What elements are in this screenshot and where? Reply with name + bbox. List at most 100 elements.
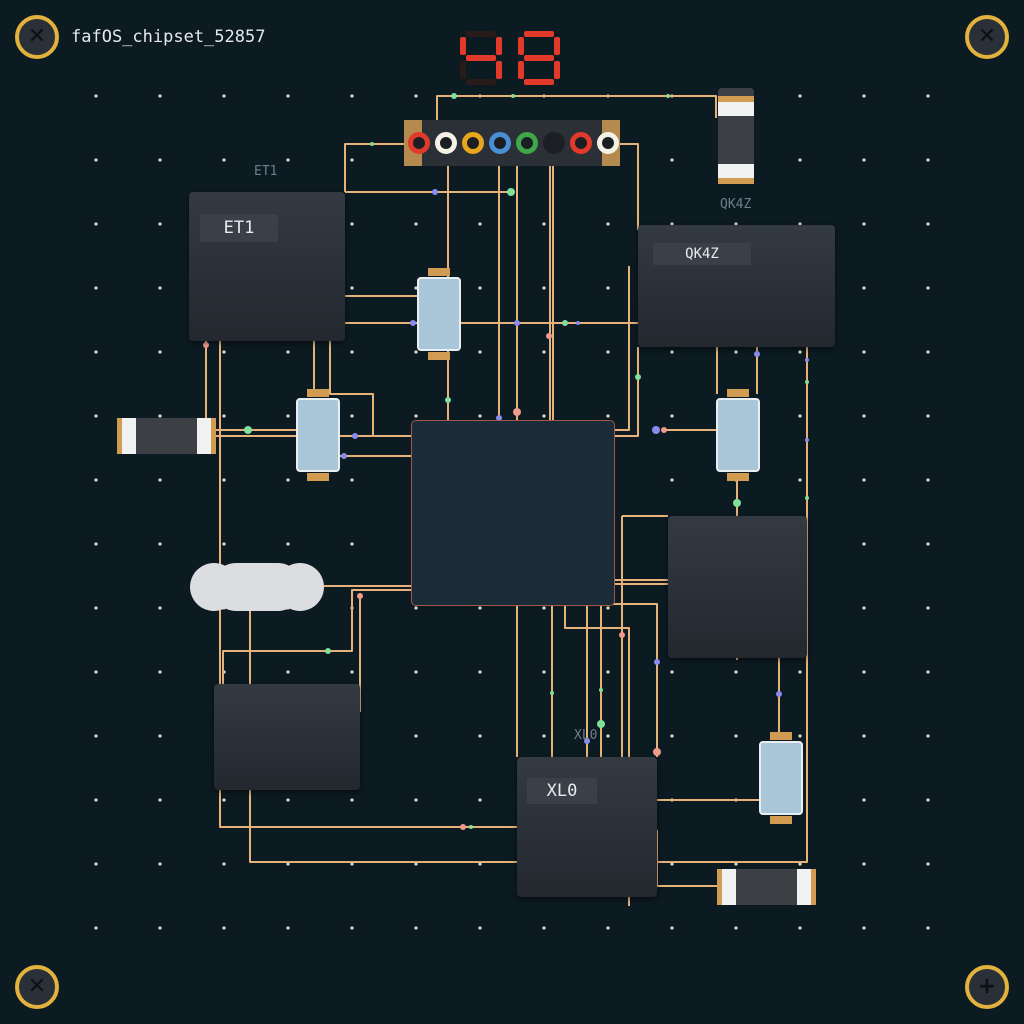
grid-dot bbox=[414, 350, 418, 354]
chip-label-xl0: XL0 bbox=[527, 778, 597, 804]
grid-dot bbox=[926, 158, 930, 162]
capacitor[interactable] bbox=[716, 389, 760, 481]
capacitor[interactable] bbox=[296, 389, 340, 481]
grid-dot bbox=[926, 414, 930, 418]
capacitor[interactable] bbox=[759, 732, 803, 824]
grid-dot bbox=[478, 350, 482, 354]
grid-dot bbox=[94, 478, 98, 482]
chip-xl0[interactable]: XL0 bbox=[517, 757, 657, 897]
display-segment bbox=[466, 55, 496, 61]
resistor-vertical[interactable] bbox=[718, 88, 754, 184]
grid-dot bbox=[862, 222, 866, 226]
resistor-band bbox=[718, 96, 754, 116]
grid-dot bbox=[94, 798, 98, 802]
display-segment bbox=[466, 31, 496, 37]
grid-dot bbox=[222, 862, 226, 866]
header-pin[interactable] bbox=[570, 132, 592, 154]
grid-dot bbox=[158, 734, 162, 738]
chip-caption-xl0: XL0 bbox=[574, 728, 598, 743]
grid-dot bbox=[286, 670, 290, 674]
grid-dot bbox=[350, 670, 354, 674]
grid-dot bbox=[478, 798, 482, 802]
grid-dot bbox=[94, 94, 98, 98]
grid-dot bbox=[94, 926, 98, 930]
chip-label-et1: ET1 bbox=[200, 214, 278, 242]
chip-caption-qk4z: QK4Z bbox=[720, 197, 752, 212]
chip-qk4z[interactable]: QK4Z bbox=[638, 225, 835, 347]
grid-dot bbox=[670, 926, 674, 930]
display-segment bbox=[496, 61, 502, 79]
grid-dot bbox=[926, 350, 930, 354]
grid-dot bbox=[222, 542, 226, 546]
grid-dot bbox=[414, 798, 418, 802]
grid-dot bbox=[606, 670, 610, 674]
grid-dot bbox=[798, 222, 802, 226]
grid-dot bbox=[926, 798, 930, 802]
chip-caption-et1: ET1 bbox=[254, 164, 278, 179]
cloud-component[interactable] bbox=[190, 563, 324, 611]
chip-unlabeled-right[interactable] bbox=[668, 516, 807, 658]
grid-dot bbox=[862, 606, 866, 610]
grid-dot bbox=[222, 478, 226, 482]
grid-dot bbox=[350, 414, 354, 418]
grid-dot bbox=[414, 94, 418, 98]
grid-dot bbox=[670, 414, 674, 418]
grid-dot bbox=[158, 94, 162, 98]
display-segment bbox=[524, 79, 554, 85]
board-title: fafOS_chipset_52857 bbox=[71, 27, 266, 47]
grid-dot bbox=[734, 862, 738, 866]
cpu-chip[interactable] bbox=[411, 420, 615, 606]
grid-dot bbox=[670, 734, 674, 738]
grid-dot bbox=[414, 862, 418, 866]
resistor-band bbox=[718, 164, 754, 184]
chip-unlabeled-left[interactable] bbox=[214, 684, 360, 790]
grid-dot bbox=[542, 734, 546, 738]
header-pin[interactable] bbox=[597, 132, 619, 154]
grid-dot bbox=[158, 222, 162, 226]
grid-dot bbox=[862, 94, 866, 98]
plus-icon: + bbox=[977, 974, 997, 999]
resistor-band bbox=[717, 869, 736, 905]
grid-dot bbox=[350, 478, 354, 482]
display-segment bbox=[460, 37, 466, 55]
grid-dot bbox=[670, 222, 674, 226]
grid-dot bbox=[350, 926, 354, 930]
grid-dot bbox=[286, 158, 290, 162]
grid-dot bbox=[478, 414, 482, 418]
seven-segment-display: 48 bbox=[460, 28, 565, 88]
screw-top-left: ✕ bbox=[15, 15, 59, 59]
resistor-band bbox=[197, 418, 216, 454]
resistor-horizontal[interactable] bbox=[117, 418, 216, 454]
grid-dot bbox=[350, 542, 354, 546]
header-pin[interactable] bbox=[408, 132, 430, 154]
grid-dot bbox=[862, 542, 866, 546]
grid-dot bbox=[158, 926, 162, 930]
display-segment bbox=[496, 37, 502, 55]
grid-dot bbox=[94, 158, 98, 162]
grid-dot bbox=[542, 350, 546, 354]
grid-dot bbox=[798, 734, 802, 738]
grid-dot bbox=[926, 542, 930, 546]
grid-dot bbox=[862, 798, 866, 802]
grid-dot bbox=[222, 158, 226, 162]
grid-dot bbox=[286, 94, 290, 98]
grid-dot bbox=[542, 286, 546, 290]
grid-dot bbox=[798, 862, 802, 866]
grid-dot bbox=[606, 606, 610, 610]
grid-dot bbox=[542, 414, 546, 418]
grid-dot bbox=[286, 926, 290, 930]
header-pin[interactable] bbox=[462, 132, 484, 154]
capacitor[interactable] bbox=[417, 268, 461, 360]
resistor-horizontal[interactable] bbox=[717, 869, 816, 905]
header-pin[interactable] bbox=[543, 132, 565, 154]
grid-dot bbox=[542, 606, 546, 610]
grid-dot bbox=[94, 414, 98, 418]
header-pin[interactable] bbox=[489, 132, 511, 154]
grid-dot bbox=[862, 414, 866, 418]
grid-dot bbox=[606, 286, 610, 290]
grid-dot bbox=[286, 862, 290, 866]
header-pin[interactable] bbox=[435, 132, 457, 154]
chip-et1[interactable]: ET1 bbox=[189, 192, 345, 341]
header-pin[interactable] bbox=[516, 132, 538, 154]
